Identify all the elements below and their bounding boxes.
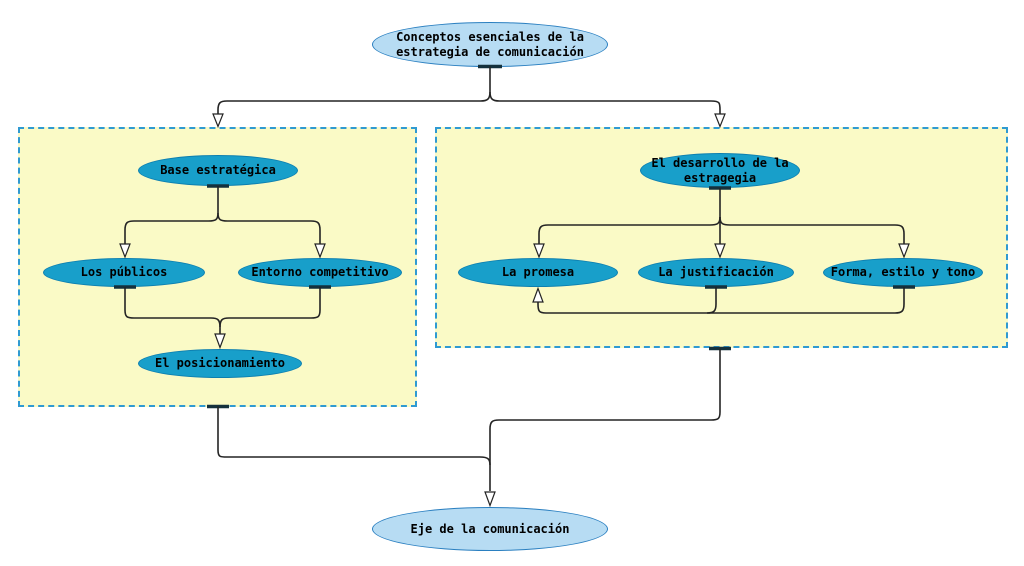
edge-root-to-right-cluster: [489, 91, 721, 114]
node-root: Conceptos esenciales de la estrategia de…: [372, 22, 608, 67]
edge-root-to-left-cluster: [217, 91, 491, 114]
node-la-justificacion: La justificación: [638, 258, 794, 287]
node-desarrollo-estrategia: El desarrollo de la estragegia: [640, 153, 800, 188]
node-la-promesa: La promesa: [458, 258, 618, 287]
arrowhead-eje: [484, 491, 496, 508]
node-base-estrategica: Base estratégica: [138, 155, 298, 186]
arrowhead-right-cluster: [714, 113, 726, 129]
node-entorno-competitivo: Entorno competitivo: [238, 258, 402, 287]
arrowhead-left-cluster: [212, 113, 224, 129]
node-el-posicionamiento: El posicionamiento: [138, 349, 302, 378]
node-forma-estilo-tono: Forma, estilo y tono: [823, 258, 983, 287]
node-eje-comunicacion: Eje de la comunicación: [372, 507, 608, 551]
node-los-publicos: Los públicos: [43, 258, 205, 287]
edge-left-cluster-to-eje: [217, 406, 491, 466]
edge-right-cluster-to-eje: [489, 348, 721, 491]
